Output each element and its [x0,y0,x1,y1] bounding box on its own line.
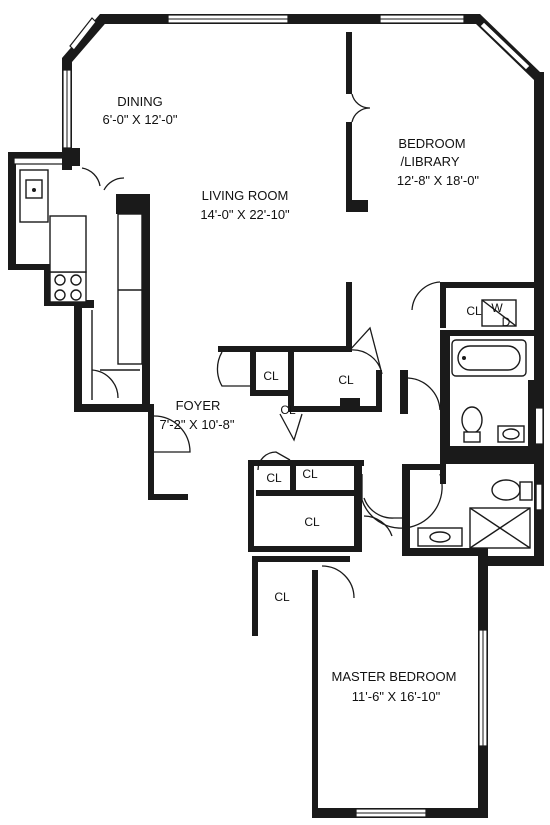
living-room-name: LIVING ROOM [202,188,289,203]
closet-label: CL [466,304,482,318]
closet-label: CL [274,590,290,604]
closet-label: CL [304,515,320,529]
kitchen-fixtures [19,169,143,400]
foyer-name: FOYER [176,398,221,413]
dining-name: DINING [117,94,163,109]
dryer-label: D [502,315,511,329]
closet-label: CL [338,373,354,387]
living-room-size: 14'-0" X 22'-10" [200,207,290,222]
master-bedroom-size: 11'-6" X 16'-10" [352,689,441,704]
interior-walls [62,32,540,636]
doors [81,93,443,599]
bedroom-library-name: BEDROOM [398,136,465,151]
closet-label: CL [263,369,279,383]
master-bedroom-name: MASTER BEDROOM [332,669,457,684]
room-labels: DINING 6'-0" X 12'-0" LIVING ROOM 14'-0"… [103,94,480,704]
closet-label: CL [280,403,296,417]
bath-fixtures [417,299,543,549]
closet-label: CL [266,471,282,485]
bedroom-library-size: 12'-8" X 18'-0" [397,173,480,188]
windows [13,14,544,818]
closet-label: CL [302,467,318,481]
foyer-size: 7'-2" X 10'-8" [160,417,235,432]
bedroom-library-name-2: /LIBRARY [400,154,459,169]
washer-label: W [491,301,503,315]
dining-size: 6'-0" X 12'-0" [103,112,178,127]
closet-labels: CL CL CL CL CL CL CL CL W D [263,301,510,604]
